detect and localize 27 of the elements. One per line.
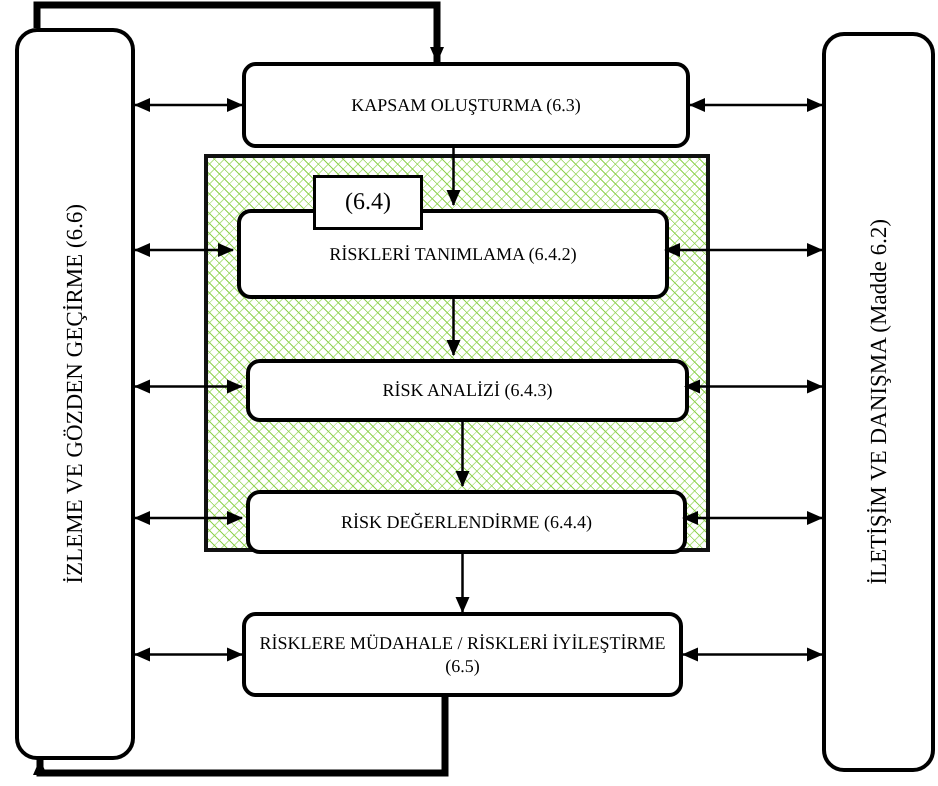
box-label: RİSKLERİ TANIMLAMA (6.4.2): [329, 242, 577, 266]
arrow: [134, 511, 243, 525]
box-label: RİSK DEĞERLENDİRME (6.4.4): [341, 510, 592, 534]
box-label: KAPSAM OLUŞTURMA (6.3): [351, 94, 581, 116]
box-label: İZLEME VE GÖZDEN GEÇİRME (6.6): [62, 204, 88, 584]
arrow: [134, 243, 234, 257]
section-number-label: (6.4): [313, 175, 423, 230]
arrow: [689, 98, 823, 112]
arrow: [134, 380, 243, 394]
box-label: İLETİŞİM VE DANIŞMA (Madde 6.2): [866, 219, 892, 585]
process-box: [822, 32, 935, 772]
arrow: [682, 648, 823, 662]
arrow: [34, 2, 444, 63]
process-box: [242, 612, 683, 697]
arrow: [664, 243, 823, 257]
arrow: [33, 697, 448, 776]
box-label: RİSKLERE MÜDAHALE / RİSKLERİ İYİLEŞTİRME (6.5): [258, 632, 666, 677]
process-box: [242, 62, 690, 148]
arrow: [134, 648, 243, 662]
arrow: [134, 98, 243, 112]
arrow: [682, 511, 823, 525]
process-box: [246, 490, 687, 554]
hatched-frame: [204, 154, 710, 552]
process-box: [246, 359, 689, 422]
arrow: [684, 380, 823, 394]
process-box: [15, 28, 135, 760]
box-label: RİSK ANALİZİ (6.4.3): [382, 379, 552, 402]
